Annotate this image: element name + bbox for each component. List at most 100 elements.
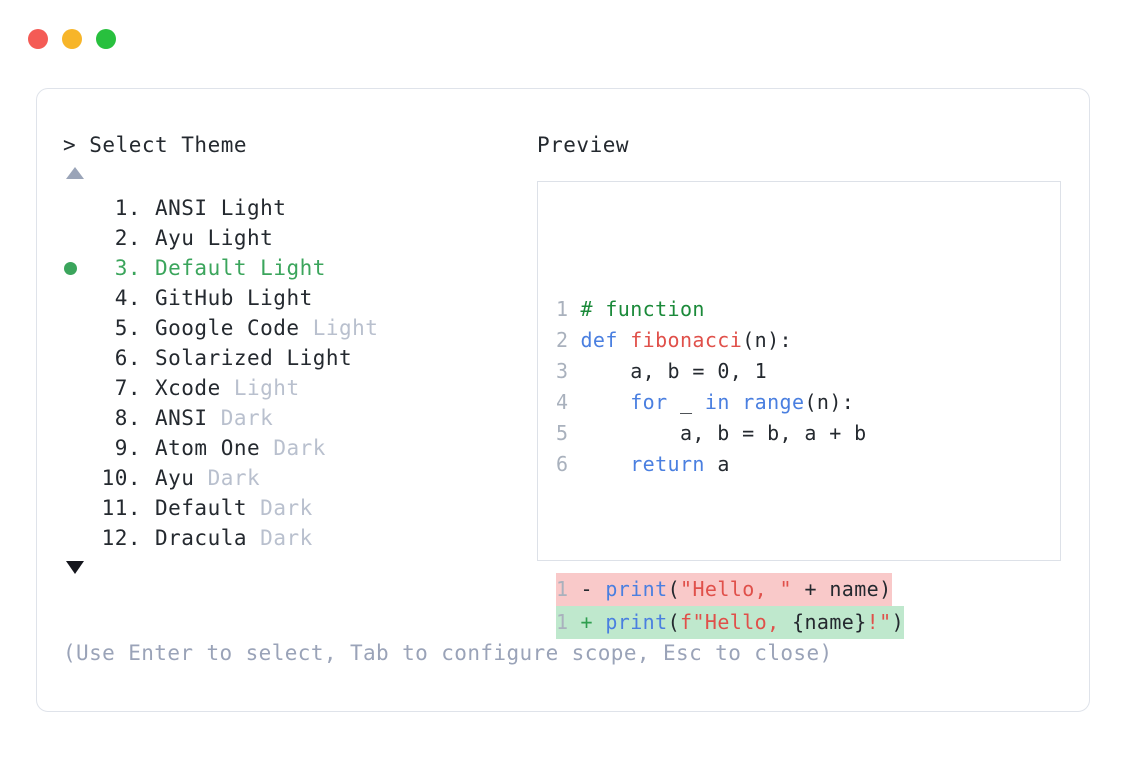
- theme-item-basename: Dracula: [155, 526, 248, 551]
- theme-item-basename: Default: [155, 256, 248, 281]
- code-token: def: [580, 328, 631, 353]
- line-number: 1: [556, 577, 569, 602]
- theme-list-item[interactable]: 3. Default Light: [63, 253, 533, 283]
- code-token: {name}: [792, 610, 867, 635]
- theme-item-number: 11.: [101, 496, 141, 521]
- theme-item-number: 9.: [114, 436, 141, 461]
- line-number: 1: [556, 297, 569, 322]
- code-token: fibonacci: [630, 328, 743, 353]
- code-token: (n):: [742, 328, 792, 353]
- code-token: + name): [792, 577, 892, 602]
- theme-item-name: Xcode Light: [141, 376, 300, 400]
- maximize-button-dot[interactable]: [96, 29, 116, 49]
- code-token: in: [704, 390, 730, 415]
- theme-item-basename: Solarized: [155, 346, 274, 371]
- theme-list-item[interactable]: 12.Dracula Dark: [63, 523, 533, 553]
- diff-line-del: 1 - print("Hello, " + name): [556, 573, 904, 607]
- code-token: ,: [729, 359, 755, 384]
- code-token: a, b = b, a + b: [580, 421, 867, 446]
- theme-item-basename: GitHub: [155, 286, 234, 311]
- close-button-dot[interactable]: [28, 29, 48, 49]
- theme-item-variant: Light: [220, 196, 287, 221]
- theme-item-name: ANSI Light: [141, 196, 286, 220]
- code-line: 6 return a: [556, 449, 904, 480]
- code-token: print: [605, 577, 668, 602]
- code-token: # function: [580, 297, 705, 322]
- theme-item-name: Ayu Dark: [141, 466, 260, 490]
- theme-item-basename: Xcode: [155, 376, 221, 401]
- theme-item-variant: Light: [260, 256, 326, 281]
- selection-bullet-cell: [63, 261, 93, 275]
- code-token: (: [667, 610, 681, 635]
- diff-highlight: 1 - print("Hello, " + name): [556, 573, 892, 607]
- minimize-button-dot[interactable]: [62, 29, 82, 49]
- window-controls: [28, 29, 116, 49]
- theme-item-variant: Light: [247, 286, 313, 311]
- theme-item-basename: Google Code: [155, 316, 300, 341]
- theme-list-item[interactable]: 2.Ayu Light: [63, 223, 533, 253]
- code-line: 4 for _ in range(n):: [556, 387, 904, 418]
- theme-list-item[interactable]: 6.Solarized Light: [63, 343, 533, 373]
- theme-list-item[interactable]: 5.Google Code Light: [63, 313, 533, 343]
- theme-list-item[interactable]: 4.GitHub Light: [63, 283, 533, 313]
- theme-item-number: 3.: [114, 256, 141, 281]
- code-line: 5 a, b = b, a + b: [556, 418, 904, 449]
- theme-list-item[interactable]: 10.Ayu Dark: [63, 463, 533, 493]
- theme-item-name: Google Code Light: [141, 316, 378, 340]
- theme-item-name: Solarized Light: [141, 346, 352, 370]
- theme-item-number: 4.: [114, 286, 141, 311]
- code-token: 0: [717, 359, 730, 384]
- theme-item-basename: Ayu: [155, 466, 195, 491]
- theme-list-item[interactable]: 9.Atom One Dark: [63, 433, 533, 463]
- theme-item-variant: Light: [286, 346, 353, 371]
- keyboard-hint: (Use Enter to select, Tab to configure s…: [63, 641, 833, 665]
- code-token: f"Hello,: [680, 610, 793, 635]
- theme-list-item[interactable]: 11. Default Dark: [63, 493, 533, 523]
- theme-item-number: 8.: [114, 406, 141, 431]
- line-number: 4: [556, 390, 569, 415]
- code-token: a: [704, 452, 730, 477]
- code-line: 3 a, b = 0, 1: [556, 356, 904, 387]
- theme-item-name: Atom One Dark: [141, 436, 326, 460]
- scroll-down-icon[interactable]: [66, 561, 84, 575]
- diff-line-add: 1 + print(f"Hello, {name}!"): [556, 606, 905, 640]
- line-number: 1: [556, 610, 569, 635]
- diff-body: 1 - print("Hello, " + name)1 + print(f"H…: [556, 573, 905, 640]
- code-token: for: [630, 390, 668, 415]
- theme-item-name: Dracula Dark: [141, 526, 313, 550]
- theme-list-item[interactable]: 7.Xcode Light: [63, 373, 533, 403]
- code-token: !": [866, 610, 892, 635]
- preview-column: Preview 1 # function 2 def fibonacci(n): 3…: [537, 132, 1067, 640]
- select-theme-prompt: > Select Theme: [63, 133, 248, 157]
- code-token: [730, 390, 742, 414]
- theme-list-item[interactable]: 8.ANSI Dark: [63, 403, 533, 433]
- theme-item-variant: Light: [233, 376, 300, 401]
- code-token: (: [667, 577, 681, 602]
- theme-item-variant: Dark: [207, 466, 261, 491]
- code-line: 1 # function: [556, 294, 904, 325]
- line-number: 2: [556, 328, 569, 353]
- theme-item-name: GitHub Light: [141, 286, 313, 310]
- theme-item-basename: ANSI: [155, 196, 208, 221]
- theme-item-basename: Atom One: [155, 436, 261, 461]
- code-preview: 1 # function 2 def fibonacci(n): 3 a, b = …: [556, 232, 905, 701]
- theme-item-variant: Dark: [273, 436, 326, 461]
- line-number: 6: [556, 452, 569, 477]
- theme-item-basename: Default: [155, 496, 248, 521]
- theme-item-basename: ANSI: [155, 406, 208, 431]
- theme-list-item[interactable]: 1.ANSI Light: [63, 193, 533, 223]
- theme-item-number: 6.: [114, 346, 141, 371]
- theme-item-variant: Light: [312, 316, 379, 341]
- theme-item-number: 1.: [114, 196, 141, 221]
- code-token: return: [630, 452, 705, 477]
- theme-item-variant: Dark: [260, 496, 313, 521]
- preview-box: 1 # function 2 def fibonacci(n): 3 a, b = …: [537, 181, 1061, 640]
- preview-label: Preview: [537, 133, 630, 157]
- theme-item-number: 2.: [114, 226, 141, 251]
- theme-item-basename: Ayu: [155, 226, 195, 251]
- scroll-up-icon[interactable]: [66, 167, 84, 180]
- selected-bullet-icon: [64, 261, 77, 275]
